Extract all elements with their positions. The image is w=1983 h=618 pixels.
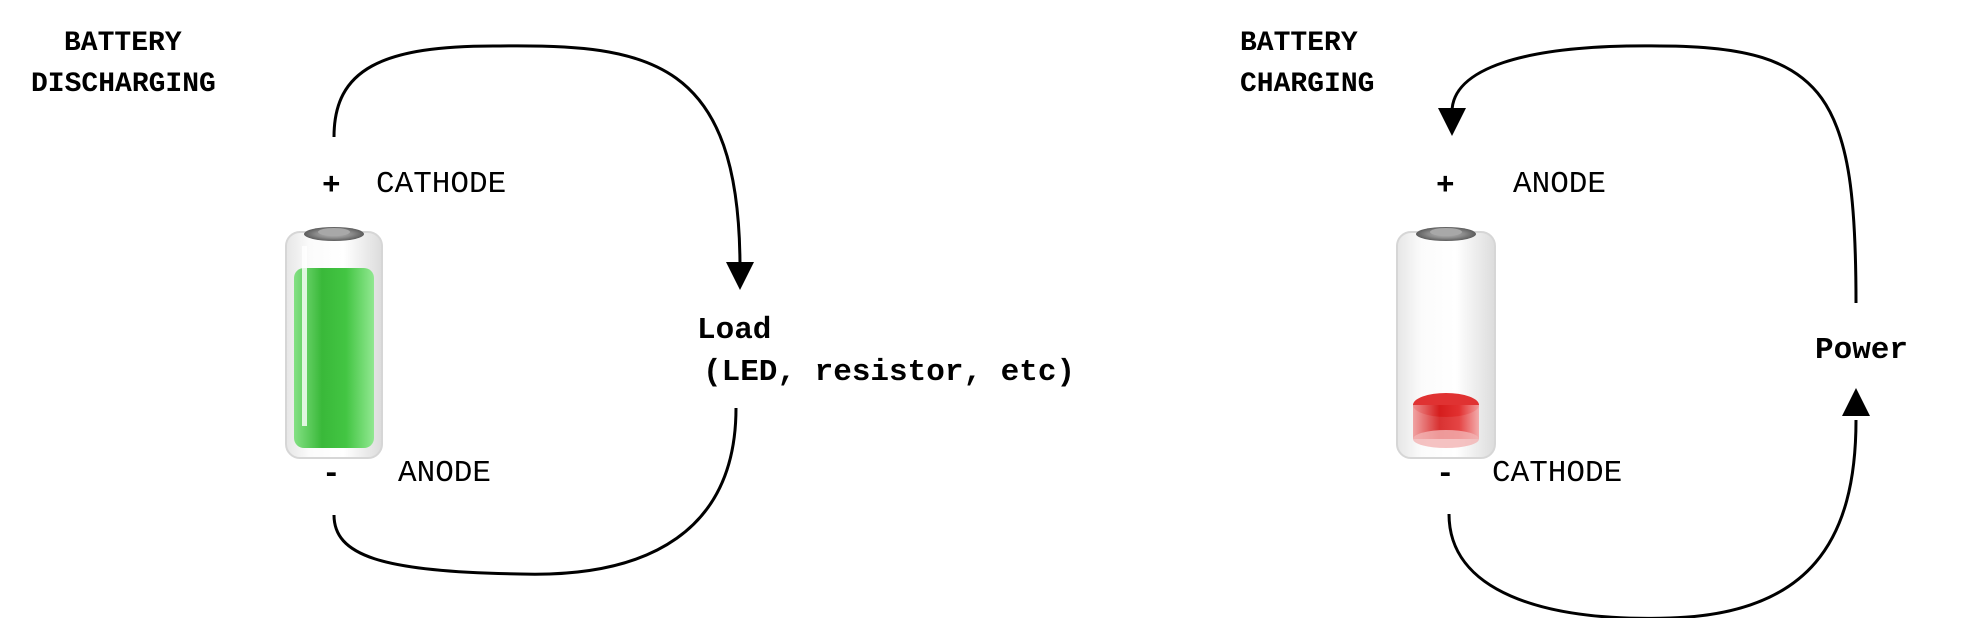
discharging-top-wire — [332, 44, 742, 269]
discharging-bottom-wire — [332, 407, 738, 576]
discharging-title-line1: BATTERY — [64, 28, 182, 59]
discharging-charge-level — [294, 268, 374, 448]
discharging-positive-label: CATHODE — [376, 167, 506, 202]
load-description: (LED, resistor, etc) — [703, 355, 1075, 390]
charging-battery — [1396, 227, 1496, 459]
discharging-battery — [285, 227, 383, 459]
charging-positive-sign: + — [1436, 169, 1455, 204]
discharging-panel: BATTERY DISCHARGING + CATHODE - ANODE Lo… — [31, 28, 1075, 576]
power-label: Power — [1815, 333, 1908, 368]
discharging-positive-sign: + — [322, 169, 341, 204]
charging-negative-sign: - — [1436, 457, 1455, 492]
load-label: Load — [697, 313, 771, 348]
charging-panel: BATTERY CHARGING + ANODE - CATHODE Power — [1240, 28, 1908, 618]
charging-bottom-wire — [1447, 419, 1858, 618]
discharging-negative-label: ANODE — [398, 456, 491, 491]
charging-positive-label: ANODE — [1513, 167, 1606, 202]
charging-bottom-arrowhead — [1842, 388, 1870, 416]
charging-negative-label: CATHODE — [1492, 456, 1622, 491]
charging-top-arrowhead — [1438, 108, 1466, 136]
discharging-title-line2: DISCHARGING — [31, 69, 216, 100]
charging-top-wire — [1450, 44, 1858, 304]
discharging-negative-sign: - — [322, 457, 341, 492]
charging-title-line1: BATTERY — [1240, 28, 1358, 59]
charging-title-line2: CHARGING — [1240, 69, 1374, 100]
discharging-arrowhead — [726, 262, 754, 290]
